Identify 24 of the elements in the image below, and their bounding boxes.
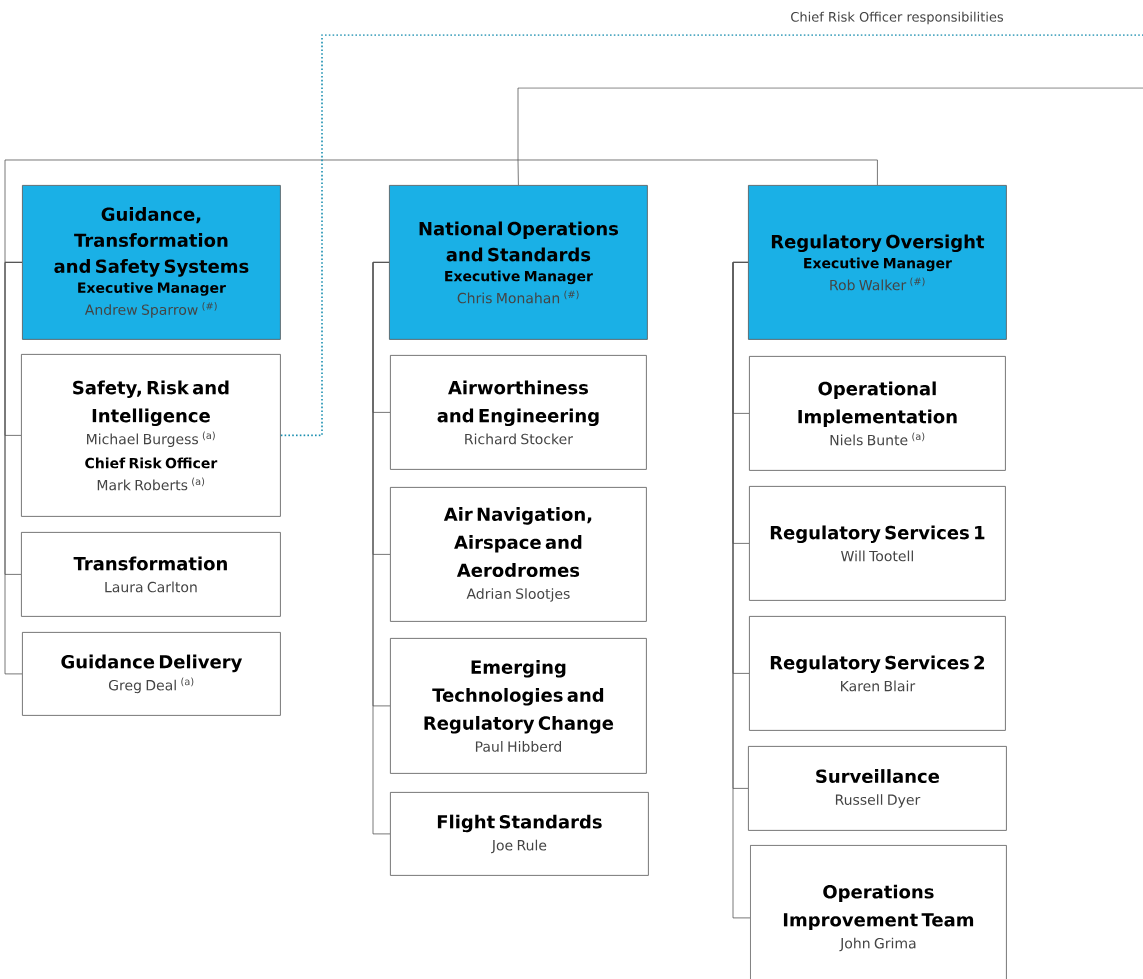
connector-line	[517, 159, 519, 186]
connector-line	[517, 159, 878, 186]
connector-line	[732, 262, 751, 919]
branch-box: Surveillance Russell Dyer	[748, 746, 1007, 831]
branch-box: Emerging Technologies and Regulatory Change Paul Hibberd	[390, 638, 647, 774]
branch-box: Regulatory Services 2 Karen Blair	[749, 616, 1006, 731]
branch-box: Operations Improvement Team John Grima	[750, 845, 1007, 979]
branch-box: Operational Implementation Niels Bunte $^{(a)}$	[749, 356, 1006, 471]
connector-line	[372, 262, 391, 835]
dotted-line	[280, 34, 1143, 437]
edge-label: Chief Risk Officer responsibilities	[789, 10, 1005, 26]
division-box: National Operations and Standards Executive Manager Chris Monahan $^{(#)}$	[389, 185, 648, 340]
division-box: Regulatory Oversight Executive Manager Rob Walker $^{(#)}$	[748, 185, 1007, 340]
branch-box: Transformation Laura Carlton	[21, 532, 281, 617]
branch-box: Air Navigation, Airspace and Aerodromes Adrian Slootjes	[390, 487, 647, 622]
branch-box: Regulatory Services 1 Will Tootell	[749, 486, 1006, 601]
connector-line	[4, 262, 23, 675]
connector-line	[4, 159, 519, 263]
connector-line	[517, 87, 1143, 161]
branch-box: Guidance Delivery Greg Deal $^{(a)}$	[22, 632, 281, 716]
branch-box: Safety, Risk and Intelligence Michael Burgess $^{(a)}$ Chief Risk Officer Mark Roberts $^{(a)}$	[21, 354, 281, 517]
branch-box: Airworthiness and Engineering Richard Stocker	[390, 355, 647, 470]
branch-box: Flight Standards Joe Rule	[390, 792, 649, 876]
division-box: Guidance, Transformation and Safety Systems Executive Manager Andrew Sparrow $^{(#)}$	[22, 185, 281, 340]
